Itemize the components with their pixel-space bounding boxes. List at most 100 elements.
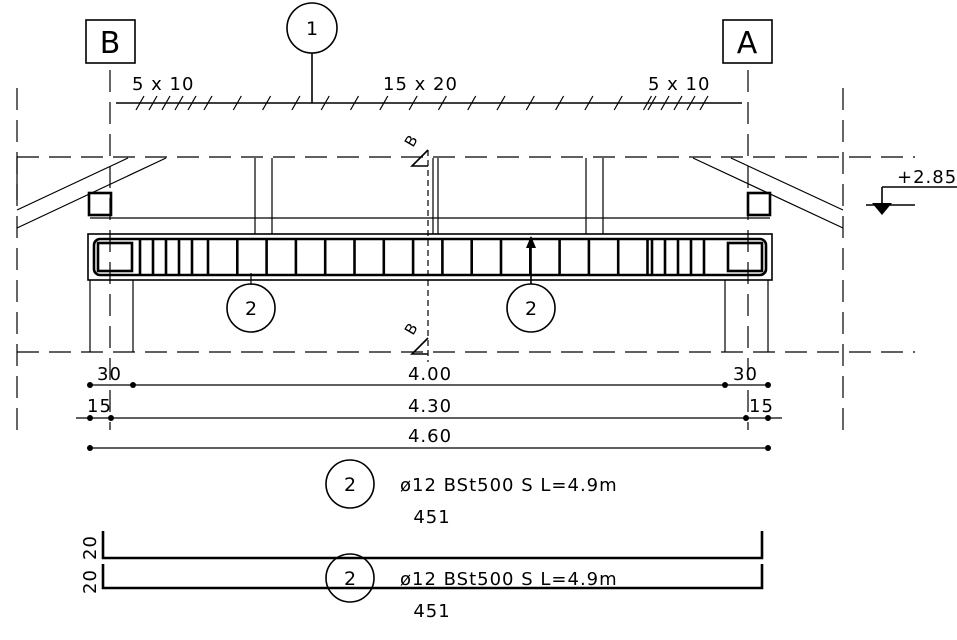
spacing-tick (291, 95, 301, 111)
dim-right-15: 15 (749, 396, 774, 417)
schedule-bar-lower-shape (101, 564, 764, 590)
dim-row-2-dot (765, 415, 771, 421)
beam-end-stirrup-right (726, 241, 764, 273)
section-arrow-bottom (410, 337, 429, 355)
spacing-tick (613, 95, 623, 111)
support-label-b-box (85, 19, 136, 64)
spacing-tick (642, 95, 653, 111)
spacing-tick (408, 95, 418, 111)
callout-left-circle (226, 283, 276, 333)
schedule-2-mark-circle (325, 553, 375, 603)
dim-row-2-dot (108, 415, 114, 421)
spacing-tick (135, 95, 145, 111)
spacing-ticks (135, 95, 709, 111)
beam (87, 191, 773, 281)
dimension-row-3: 4.60 (87, 426, 771, 451)
support-label-a-box (722, 19, 773, 64)
schedule-2-mark-text: 2 (344, 568, 356, 590)
dim-row-1-dot (765, 382, 771, 388)
schedule-hook-length-lower: 20 (80, 569, 101, 594)
spacing-tick (203, 95, 213, 111)
spacing-tick (174, 95, 184, 111)
beam-outline (87, 233, 773, 281)
dim-clear-span: 4.00 (408, 364, 452, 385)
elevation-marker: +2.85 (866, 167, 957, 215)
spacing-tick (232, 95, 242, 111)
spacing-tick (496, 95, 506, 111)
dim-axis-span: 4.30 (408, 396, 452, 417)
spacing-middle-text: 15 x 20 (383, 74, 458, 95)
columns (89, 280, 769, 352)
corner-bar-left (87, 191, 113, 217)
bar-mark-1-text: 1 (306, 18, 318, 40)
rafter-right-lower (730, 157, 844, 211)
spacing-tick (525, 95, 535, 111)
schedule-2-length: 451 (413, 601, 450, 622)
spacing-tick (467, 95, 477, 111)
spacing-tick (148, 95, 158, 111)
axis-lines (16, 70, 844, 430)
spacing-tick (686, 95, 696, 111)
elevation-text: +2.85 (897, 167, 957, 188)
dim-row-1-dot (130, 382, 136, 388)
longitudinal-bar-loop (92, 237, 768, 277)
support-label-b: B (85, 19, 136, 64)
schedule-1-spec: ø12 BSt500 S L=4.9m (400, 475, 618, 496)
callout-right-arrow (526, 236, 536, 248)
bar-mark-2-callout-right: 2 (506, 236, 556, 333)
callout-right-text: 2 (525, 298, 537, 320)
dim-row-1-dot (87, 382, 93, 388)
spacing-tick (187, 95, 197, 111)
dim-row-1-dot (722, 382, 728, 388)
support-label-b-text: B (100, 26, 121, 61)
dim-left-30: 30 (97, 364, 122, 385)
schedule-1-mark-text: 2 (344, 474, 356, 496)
stirrups (138, 239, 706, 275)
spacing-tick (161, 95, 171, 111)
rafter-left-upper (16, 157, 129, 211)
posts (254, 158, 604, 234)
spacing-tick (379, 95, 389, 111)
stirrup-spacing-line: 5 x 10 15 x 20 5 x 10 (116, 74, 742, 111)
spacing-tick (673, 95, 683, 111)
callout-left-text: 2 (245, 298, 257, 320)
schedule-bar-upper-shape (101, 531, 764, 560)
schedule-1-length: 451 (413, 507, 450, 528)
corner-bar-right (746, 191, 772, 217)
support-label-a: A (722, 19, 773, 64)
beam-end-stirrup-left (96, 241, 134, 273)
support-label-a-text: A (737, 26, 758, 61)
dim-row-3-dot (87, 445, 93, 451)
spacing-right-text: 5 x 10 (648, 74, 710, 95)
spacing-tick (437, 95, 447, 111)
spacing-tick (349, 95, 360, 111)
dim-row-2-dot (87, 415, 93, 421)
section-arrow-top (410, 149, 429, 167)
spacing-tick (647, 95, 657, 111)
section-letter-bottom: B (401, 320, 422, 338)
callout-right-circle (506, 283, 556, 333)
dimension-row-1: 30 4.00 30 (87, 364, 771, 388)
dim-left-15: 15 (87, 396, 112, 417)
schedule-hook-length-upper: 20 (80, 535, 101, 560)
bar-mark-1: 1 (286, 2, 338, 103)
spacing-left-text: 5 x 10 (132, 74, 194, 95)
dim-right-30: 30 (733, 364, 758, 385)
section-letter-top: B (401, 132, 422, 150)
schedule-1-mark-circle (325, 459, 375, 509)
spacing-tick (320, 95, 330, 111)
dim-row-2-dot (743, 415, 749, 421)
dim-total-length: 4.60 (408, 426, 452, 447)
section-cut-b: B B (401, 132, 429, 362)
spacing-tick (699, 95, 709, 111)
bar-schedule-hooked: 20 20 2 ø12 BSt500 S L=4.9m 451 (80, 531, 764, 622)
bar-mark-2-callout-left: 2 (226, 273, 276, 333)
dim-row-3-dot (765, 445, 771, 451)
spacing-tick (555, 95, 565, 111)
dimension-row-2: 15 4.30 15 (76, 396, 782, 421)
schedule-2-spec: ø12 BSt500 S L=4.9m (400, 569, 618, 590)
spacing-tick (262, 95, 272, 111)
spacing-tick (660, 95, 670, 111)
bar-schedule-straight: 2 ø12 BSt500 S L=4.9m 451 (325, 459, 618, 528)
